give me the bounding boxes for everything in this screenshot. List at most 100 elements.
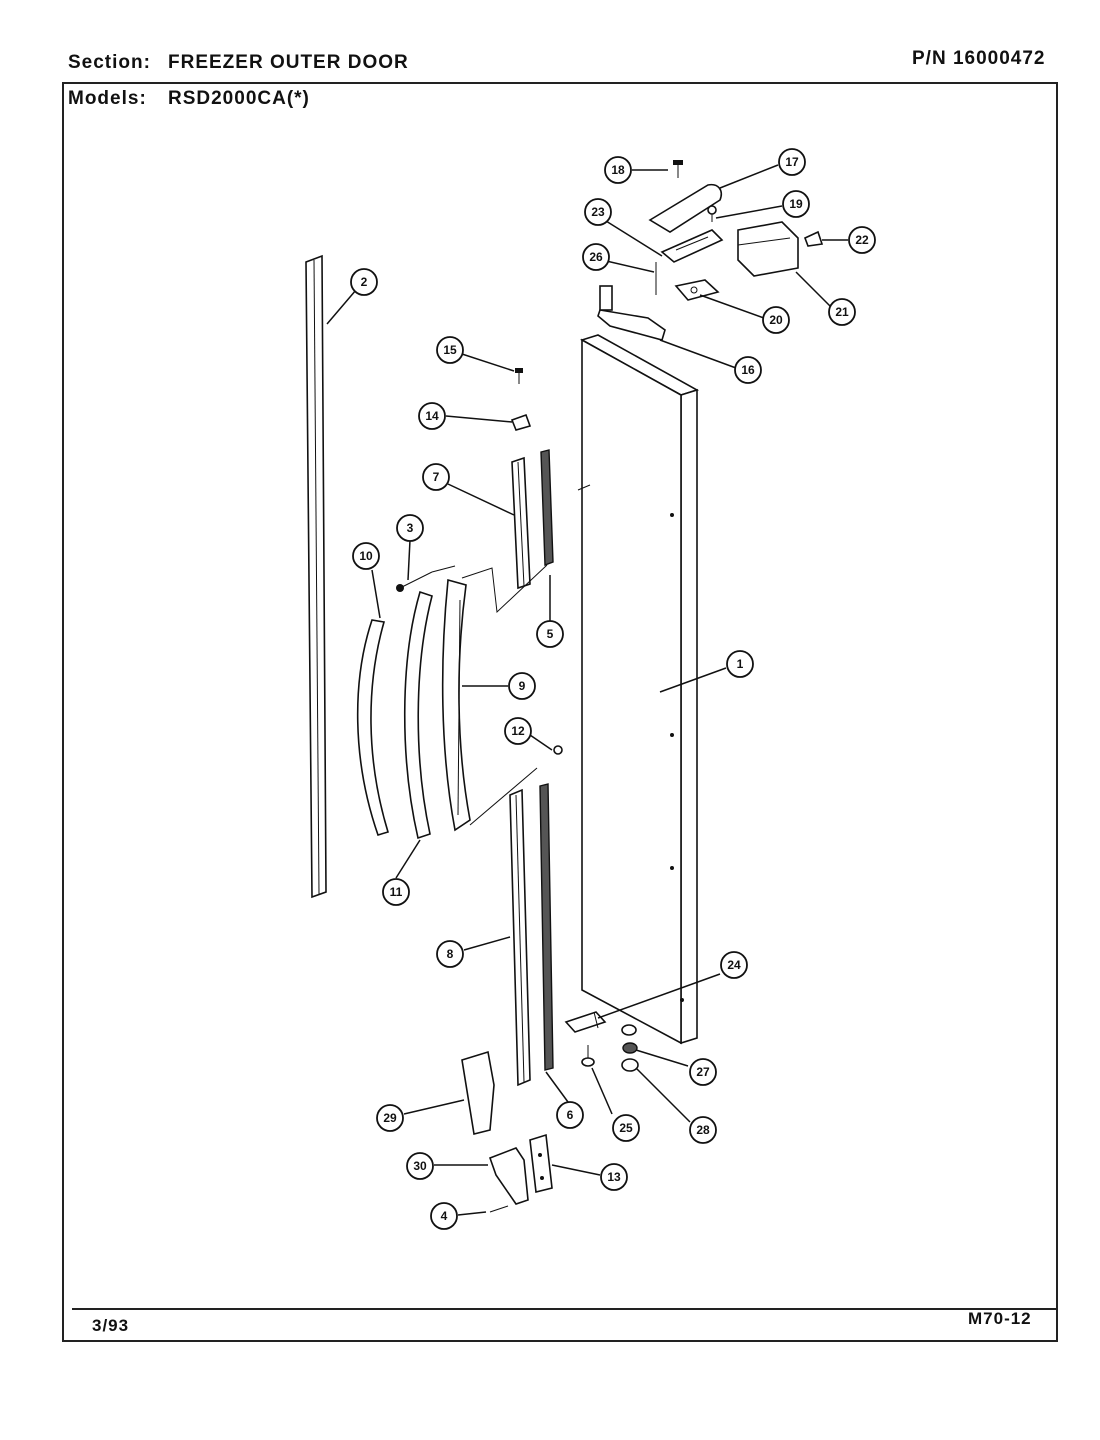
screw-part-12 (553, 745, 563, 755)
callout-3: 3 (396, 514, 424, 542)
handle-cover (356, 619, 389, 836)
bracket-29 (461, 1050, 495, 1135)
svg-text:12: 12 (511, 724, 525, 738)
svg-text:16: 16 (741, 363, 755, 377)
svg-text:17: 17 (785, 155, 799, 169)
callout-27: 27 (689, 1058, 717, 1086)
svg-text:7: 7 (433, 470, 440, 484)
callout-29: 29 (376, 1104, 404, 1132)
callout-24: 24 (720, 951, 748, 979)
bushing-27 (621, 1024, 638, 1054)
bottom-bracket-24 (564, 1011, 607, 1033)
svg-text:2: 2 (361, 275, 368, 289)
callout-5: 5 (536, 620, 564, 648)
callout-13: 13 (600, 1163, 628, 1191)
callout-12: 12 (504, 717, 532, 745)
svg-text:4: 4 (441, 1209, 448, 1223)
callout-11: 11 (382, 878, 410, 906)
screw-19 (707, 205, 717, 222)
callout-2: 2 (350, 268, 378, 296)
callout-17: 17 (778, 148, 806, 176)
shim-plate-20 (674, 279, 720, 301)
callout-25: 25 (612, 1114, 640, 1142)
callout-30: 30 (406, 1152, 434, 1180)
upper-trim-piece (511, 456, 531, 590)
clip-part-14 (510, 413, 532, 431)
svg-text:29: 29 (383, 1111, 397, 1125)
svg-text:13: 13 (607, 1170, 621, 1184)
leader-lines (326, 164, 848, 1216)
svg-text:1: 1 (737, 657, 744, 671)
callout-20: 20 (762, 306, 790, 334)
svg-text:21: 21 (835, 305, 849, 319)
handle-insert (403, 590, 433, 840)
callout-18: 18 (604, 156, 632, 184)
side-trim-strip (305, 254, 327, 899)
callout-23: 23 (584, 198, 612, 226)
callout-10: 10 (352, 542, 380, 570)
svg-text:3: 3 (407, 521, 414, 535)
footer-date: 3/93 (92, 1316, 130, 1335)
bushing-28 (621, 1058, 639, 1072)
callout-16: 16 (734, 356, 762, 384)
callout-9: 9 (508, 672, 536, 700)
svg-text:6: 6 (567, 1108, 574, 1122)
callout-8: 8 (436, 940, 464, 968)
svg-text:20: 20 (769, 313, 783, 327)
svg-text:15: 15 (443, 343, 457, 357)
hinge-bracket-16 (597, 285, 666, 341)
plate-13 (529, 1133, 553, 1193)
callout-22: 22 (848, 226, 876, 254)
screw-part-3 (396, 571, 433, 592)
svg-text:18: 18 (611, 163, 625, 177)
svg-text:23: 23 (591, 205, 605, 219)
callout-4: 4 (430, 1202, 458, 1230)
callout-26: 26 (582, 243, 610, 271)
callout-1: 1 (726, 650, 754, 678)
washer-25 (581, 1045, 595, 1067)
svg-text:10: 10 (359, 549, 373, 563)
svg-text:27: 27 (696, 1065, 710, 1079)
footer-divider (72, 1308, 1058, 1310)
hinge-block-21 (737, 221, 799, 277)
diagram-frame (62, 82, 1058, 1342)
section-label: Section: (68, 52, 151, 73)
callout-6: 6 (556, 1101, 584, 1129)
cap-22 (803, 230, 824, 247)
screw-part-15 (515, 368, 523, 384)
svg-text:5: 5 (547, 627, 554, 641)
callout-21: 21 (828, 298, 856, 326)
models-value: RSD2000CA(*) (168, 88, 310, 109)
svg-text:24: 24 (727, 958, 741, 972)
svg-text:19: 19 (789, 197, 803, 211)
callout-28: 28 (689, 1116, 717, 1144)
svg-text:25: 25 (619, 1121, 633, 1135)
callout-19: 19 (782, 190, 810, 218)
svg-text:14: 14 (425, 409, 439, 423)
svg-text:26: 26 (589, 250, 603, 264)
callout-15: 15 (436, 336, 464, 364)
section-value: FREEZER OUTER DOOR (168, 52, 409, 73)
svg-text:30: 30 (413, 1159, 427, 1173)
hinge-plate-23 (660, 229, 724, 263)
callout-7: 7 (422, 463, 450, 491)
svg-text:22: 22 (855, 233, 869, 247)
hinge-cover-17 (648, 183, 723, 233)
handle (441, 578, 471, 832)
lower-trim-piece (509, 788, 531, 1087)
door-panel (577, 334, 700, 1045)
hinge-30 (488, 1147, 529, 1205)
svg-text:11: 11 (390, 885, 403, 899)
part-number: P/N 16000472 (912, 48, 1046, 69)
footer-code: M70-12 (968, 1309, 1032, 1328)
models-label: Models: (68, 88, 147, 109)
svg-text:9: 9 (519, 679, 526, 693)
upper-rail (540, 449, 554, 566)
svg-text:28: 28 (696, 1123, 710, 1137)
callout-14: 14 (418, 402, 446, 430)
lower-rail (539, 783, 554, 1071)
screw-4 (489, 1205, 509, 1213)
svg-text:8: 8 (447, 947, 454, 961)
screw-18 (673, 160, 683, 178)
